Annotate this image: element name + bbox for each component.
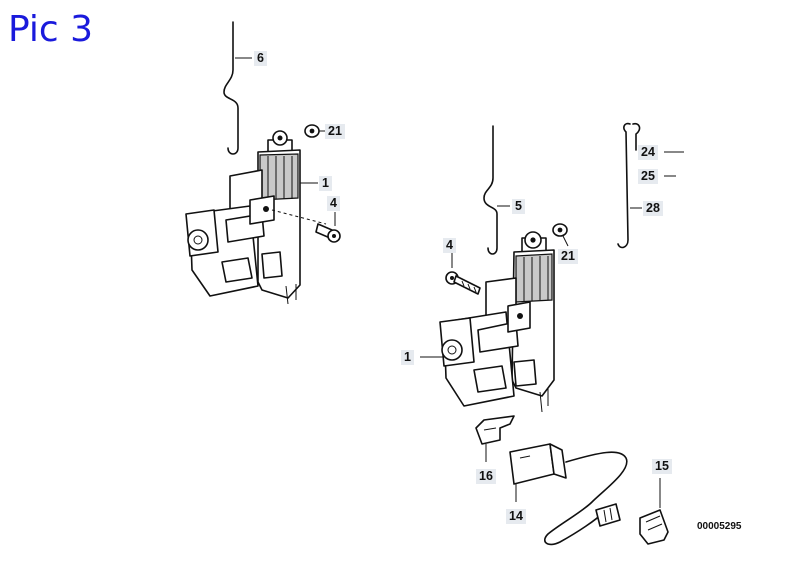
drawing-code: 00005295 (697, 521, 742, 532)
leader-right-21 (562, 235, 569, 247)
callout-right-15: 15 (652, 459, 672, 474)
callout-left-21: 21 (325, 124, 345, 139)
callout-right-5: 5 (512, 199, 525, 214)
callout-right-1: 1 (401, 350, 414, 365)
callout-right-16: 16 (476, 469, 496, 484)
left-actuator (185, 130, 301, 305)
diagram-title: Pic 3 (8, 9, 94, 50)
right-switch-14 (509, 443, 628, 546)
left-rod-6 (223, 21, 239, 155)
callout-left-4: 4 (327, 196, 340, 211)
callout-right-21: 21 (558, 249, 578, 264)
right-rods-24-25-28 (617, 122, 631, 249)
right-rod-5 (483, 125, 498, 255)
callout-right-28: 28 (643, 201, 663, 216)
right-bracket-16 (475, 415, 515, 445)
left-clip-21 (304, 124, 320, 138)
callout-left-1: 1 (319, 176, 332, 191)
right-clip-21 (552, 223, 568, 237)
right-screw-4 (445, 271, 481, 295)
right-connector-15 (639, 509, 669, 545)
callout-right-4: 4 (443, 238, 456, 253)
callout-right-14: 14 (506, 509, 526, 524)
callout-right-24: 24 (638, 145, 658, 160)
right-actuator (439, 231, 555, 413)
callout-right-25: 25 (638, 169, 658, 184)
left-screw-4 (271, 209, 341, 243)
callout-left-6: 6 (254, 51, 267, 66)
